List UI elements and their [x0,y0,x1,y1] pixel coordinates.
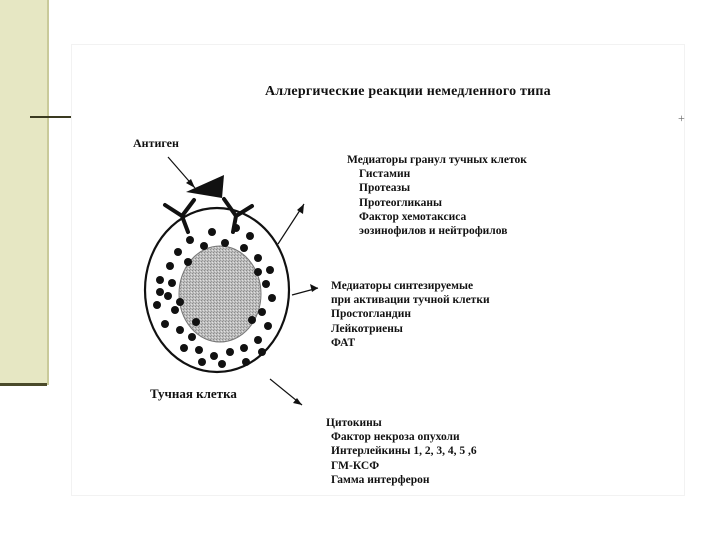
granule-dot [180,344,188,352]
granule-dot [161,320,169,328]
granule-dot [186,236,194,244]
granule-dot [264,322,272,330]
cytokine-item: ГМ-КСФ [326,459,477,473]
granule-dot [258,348,266,356]
mast-cell-label: Тучная клетка [150,386,237,401]
granule-dot [242,358,250,366]
granule-dot [168,279,176,287]
cytokine-item: Фактор некроза опухоли [326,430,477,444]
granule-item: Гистамин [347,167,527,181]
antigen-arrowhead [186,179,195,188]
granule-dot [176,298,184,306]
granule-dot [254,268,262,276]
granule-dot [184,258,192,266]
synth-mediators-header-line: Медиаторы синтезируемые [331,279,490,293]
granule-item: Протеогликаны [347,196,527,210]
granule-item: эозинофилов и нейтрофилов [347,224,527,238]
synth-item: Простогландин [331,307,490,321]
granule-dot [195,346,203,354]
antigen-triangle [186,175,224,198]
svg-text:+: + [678,111,685,125]
diagram-title: Аллергические реакции немедленного типа [265,84,551,100]
granule-dot [164,292,172,300]
synth-item: ФАТ [331,336,490,350]
granule-dot [240,344,248,352]
granule-dot [248,316,256,324]
synth-mediators-header-line: при активации тучной клетки [331,293,490,307]
granule-dot [176,326,184,334]
granule-dot [266,266,274,274]
synth-item: Лейкотриены [331,322,490,336]
granule-dot [258,308,266,316]
granule-mediators-list: Медиаторы гранул тучных клеток Гистамин … [347,153,527,238]
granule-dot [221,239,229,247]
granule-dot [218,360,226,368]
granule-dot [240,244,248,252]
granule-dot [246,232,254,240]
synth-mediators-list: Медиаторы синтезируемые при активации ту… [331,279,490,350]
granule-dot [156,276,164,284]
granule-dot [166,262,174,270]
arrowhead-synth [310,284,318,292]
antigen-label: Антиген [133,136,179,151]
granule-dot [153,301,161,309]
granule-item: Протеазы [347,181,527,195]
granule-dot [262,280,270,288]
granule-dot [200,242,208,250]
granule-dot [268,294,276,302]
granule-dot [210,352,218,360]
cytokines-header: Цитокины [326,416,477,430]
granule-dot [198,358,206,366]
cytokine-item: Интерлейкины 1, 2, 3, 4, 5 ,6 [326,444,477,458]
granule-dot [192,318,200,326]
granule-dot [188,333,196,341]
granule-dot [254,336,262,344]
granule-dot [156,288,164,296]
granule-dot [254,254,262,262]
granule-mediators-header: Медиаторы гранул тучных клеток [347,153,527,167]
granule-dot [171,306,179,314]
cytokines-list: Цитокины Фактор некроза опухоли Интерлей… [326,416,477,487]
granule-item: Фактор хемотаксиса [347,210,527,224]
granule-dot [208,228,216,236]
granule-dot [226,348,234,356]
cytokine-item: Гамма интерферон [326,473,477,487]
granule-dot [174,248,182,256]
